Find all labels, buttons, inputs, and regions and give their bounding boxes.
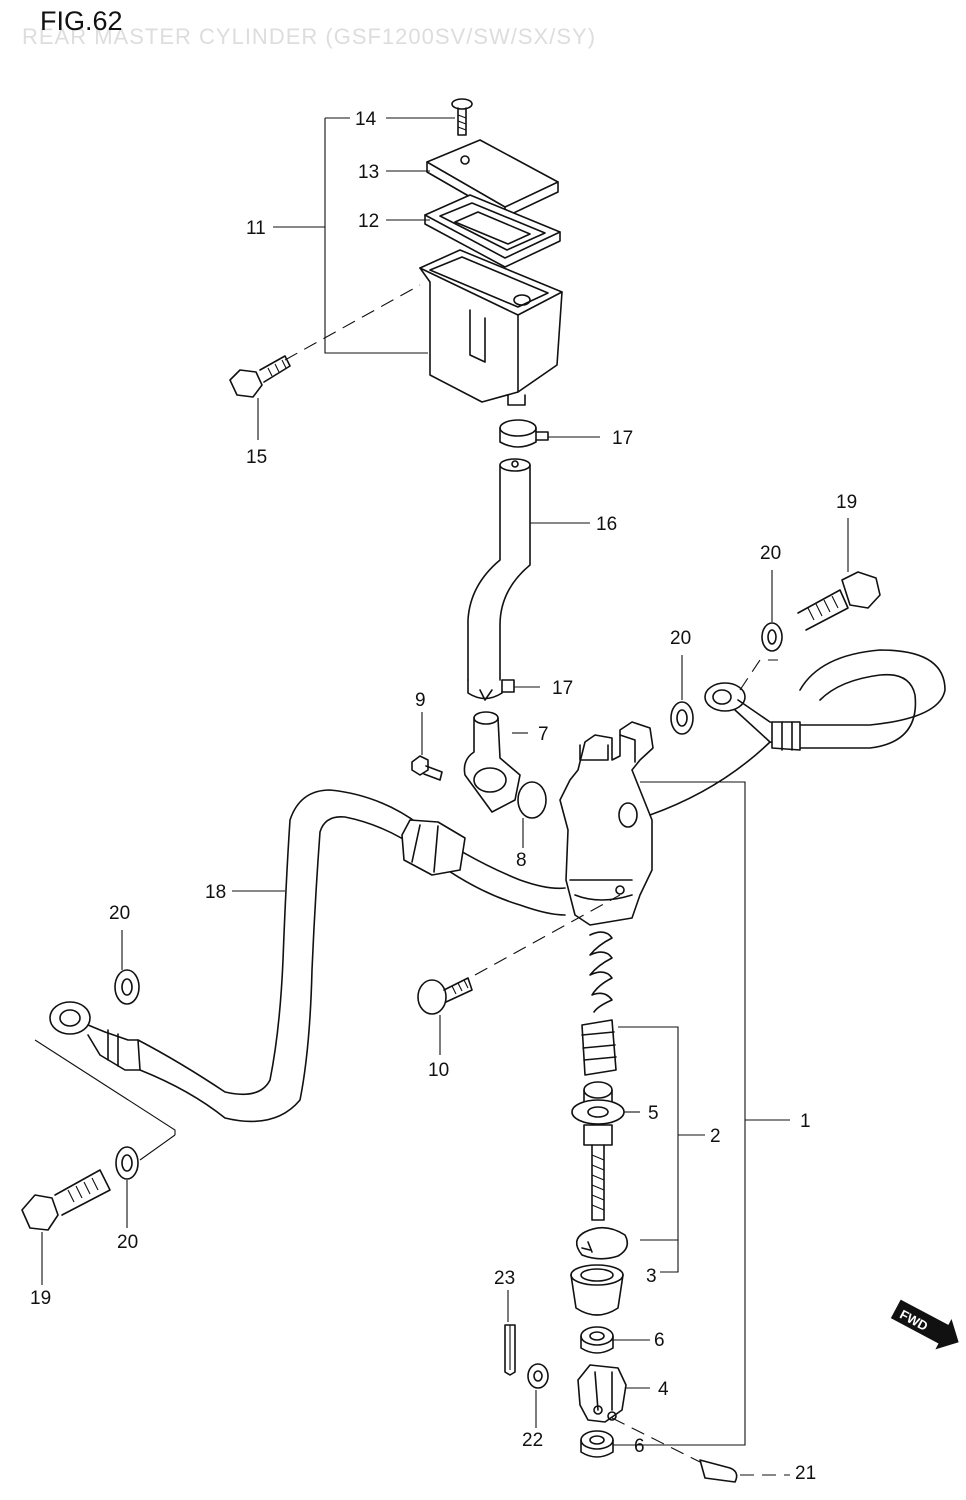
callout-labels: 1 2 3 4 5 6 6 7 8 9 10 11 12 13 14 15 16… [30,109,857,1484]
part-left-banjo-fitting [34,1001,176,1161]
part-6-nut-upper [580,1326,650,1354]
callout-17-lower: 17 [552,678,573,699]
part-19-bolt-right [797,518,881,631]
callout-12: 12 [358,211,379,232]
fwd-arrow-icon: FWD [890,1299,959,1350]
callout-3: 3 [646,1266,657,1287]
part-23-cotter-pin [504,1290,516,1376]
callout-19-right: 19 [836,492,857,513]
callout-11: 11 [246,218,266,239]
callout-23: 23 [494,1268,515,1289]
callout-15: 15 [246,447,267,468]
callout-10: 10 [428,1060,449,1081]
part-8-o-ring [517,781,547,848]
callout-20-right-upper: 20 [760,543,781,564]
part-17-clamp-lower [467,679,540,701]
callout-19-left: 19 [30,1288,51,1309]
callout-22: 22 [522,1430,543,1451]
part-20-washer-left-lower [115,1146,139,1228]
part-spring [589,931,613,1013]
figure-subtitle: REAR MASTER CYLINDER (GSF1200SV/SW/SX/SY… [22,24,597,49]
callout-9: 9 [415,690,426,711]
part-12-diaphragm [424,194,561,268]
callout-8: 8 [516,850,527,871]
callout-20-left-upper: 20 [109,903,130,924]
callout-20-right-lower: 20 [670,628,691,649]
callout-5: 5 [648,1103,659,1124]
part-11-reservoir [419,249,563,406]
part-4-clevis [577,1364,650,1423]
part-circlip [575,1226,629,1260]
part-14-screw [451,98,473,136]
callout-17-upper: 17 [612,428,633,449]
callout-1: 1 [800,1111,811,1132]
callout-4: 4 [658,1379,669,1400]
part-9-screw [411,712,443,781]
callout-21: 21 [795,1463,816,1484]
part-17-clamp-upper [499,419,600,448]
part-1-master-cylinder [559,721,790,1446]
part-2-piston-assembly [581,1019,705,1273]
part-19-bolt-left [21,1169,111,1285]
part-20-washer-left-upper [114,930,140,1005]
part-21-pin [611,1417,790,1483]
part-20-washer-right-upper [761,570,783,652]
callout-13: 13 [358,162,379,183]
part-18-brake-hose [137,789,566,1123]
callout-18: 18 [205,882,226,903]
reservoir-assembly [273,98,563,406]
callout-6-lower: 6 [634,1436,645,1457]
part-22-washer [527,1363,549,1428]
part-16-hose [467,458,590,681]
figure-title: FIG.62 [40,6,123,36]
part-5-push-rod [571,1081,640,1221]
callout-2: 2 [710,1126,721,1147]
callout-14: 14 [355,109,377,130]
part-6-nut-lower [580,1430,650,1458]
callout-20-left-lower: 20 [117,1232,138,1253]
callout-16: 16 [596,514,617,535]
callout-6-upper: 6 [654,1330,665,1351]
part-20-washer-right-lower [670,655,694,735]
part-3-boot [570,1264,624,1316]
part-7-elbow-joint [463,711,528,813]
part-15-bolt [229,355,291,440]
part-right-brake-line [649,649,946,816]
part-10-bolt [417,894,621,1055]
callout-7: 7 [538,724,549,745]
